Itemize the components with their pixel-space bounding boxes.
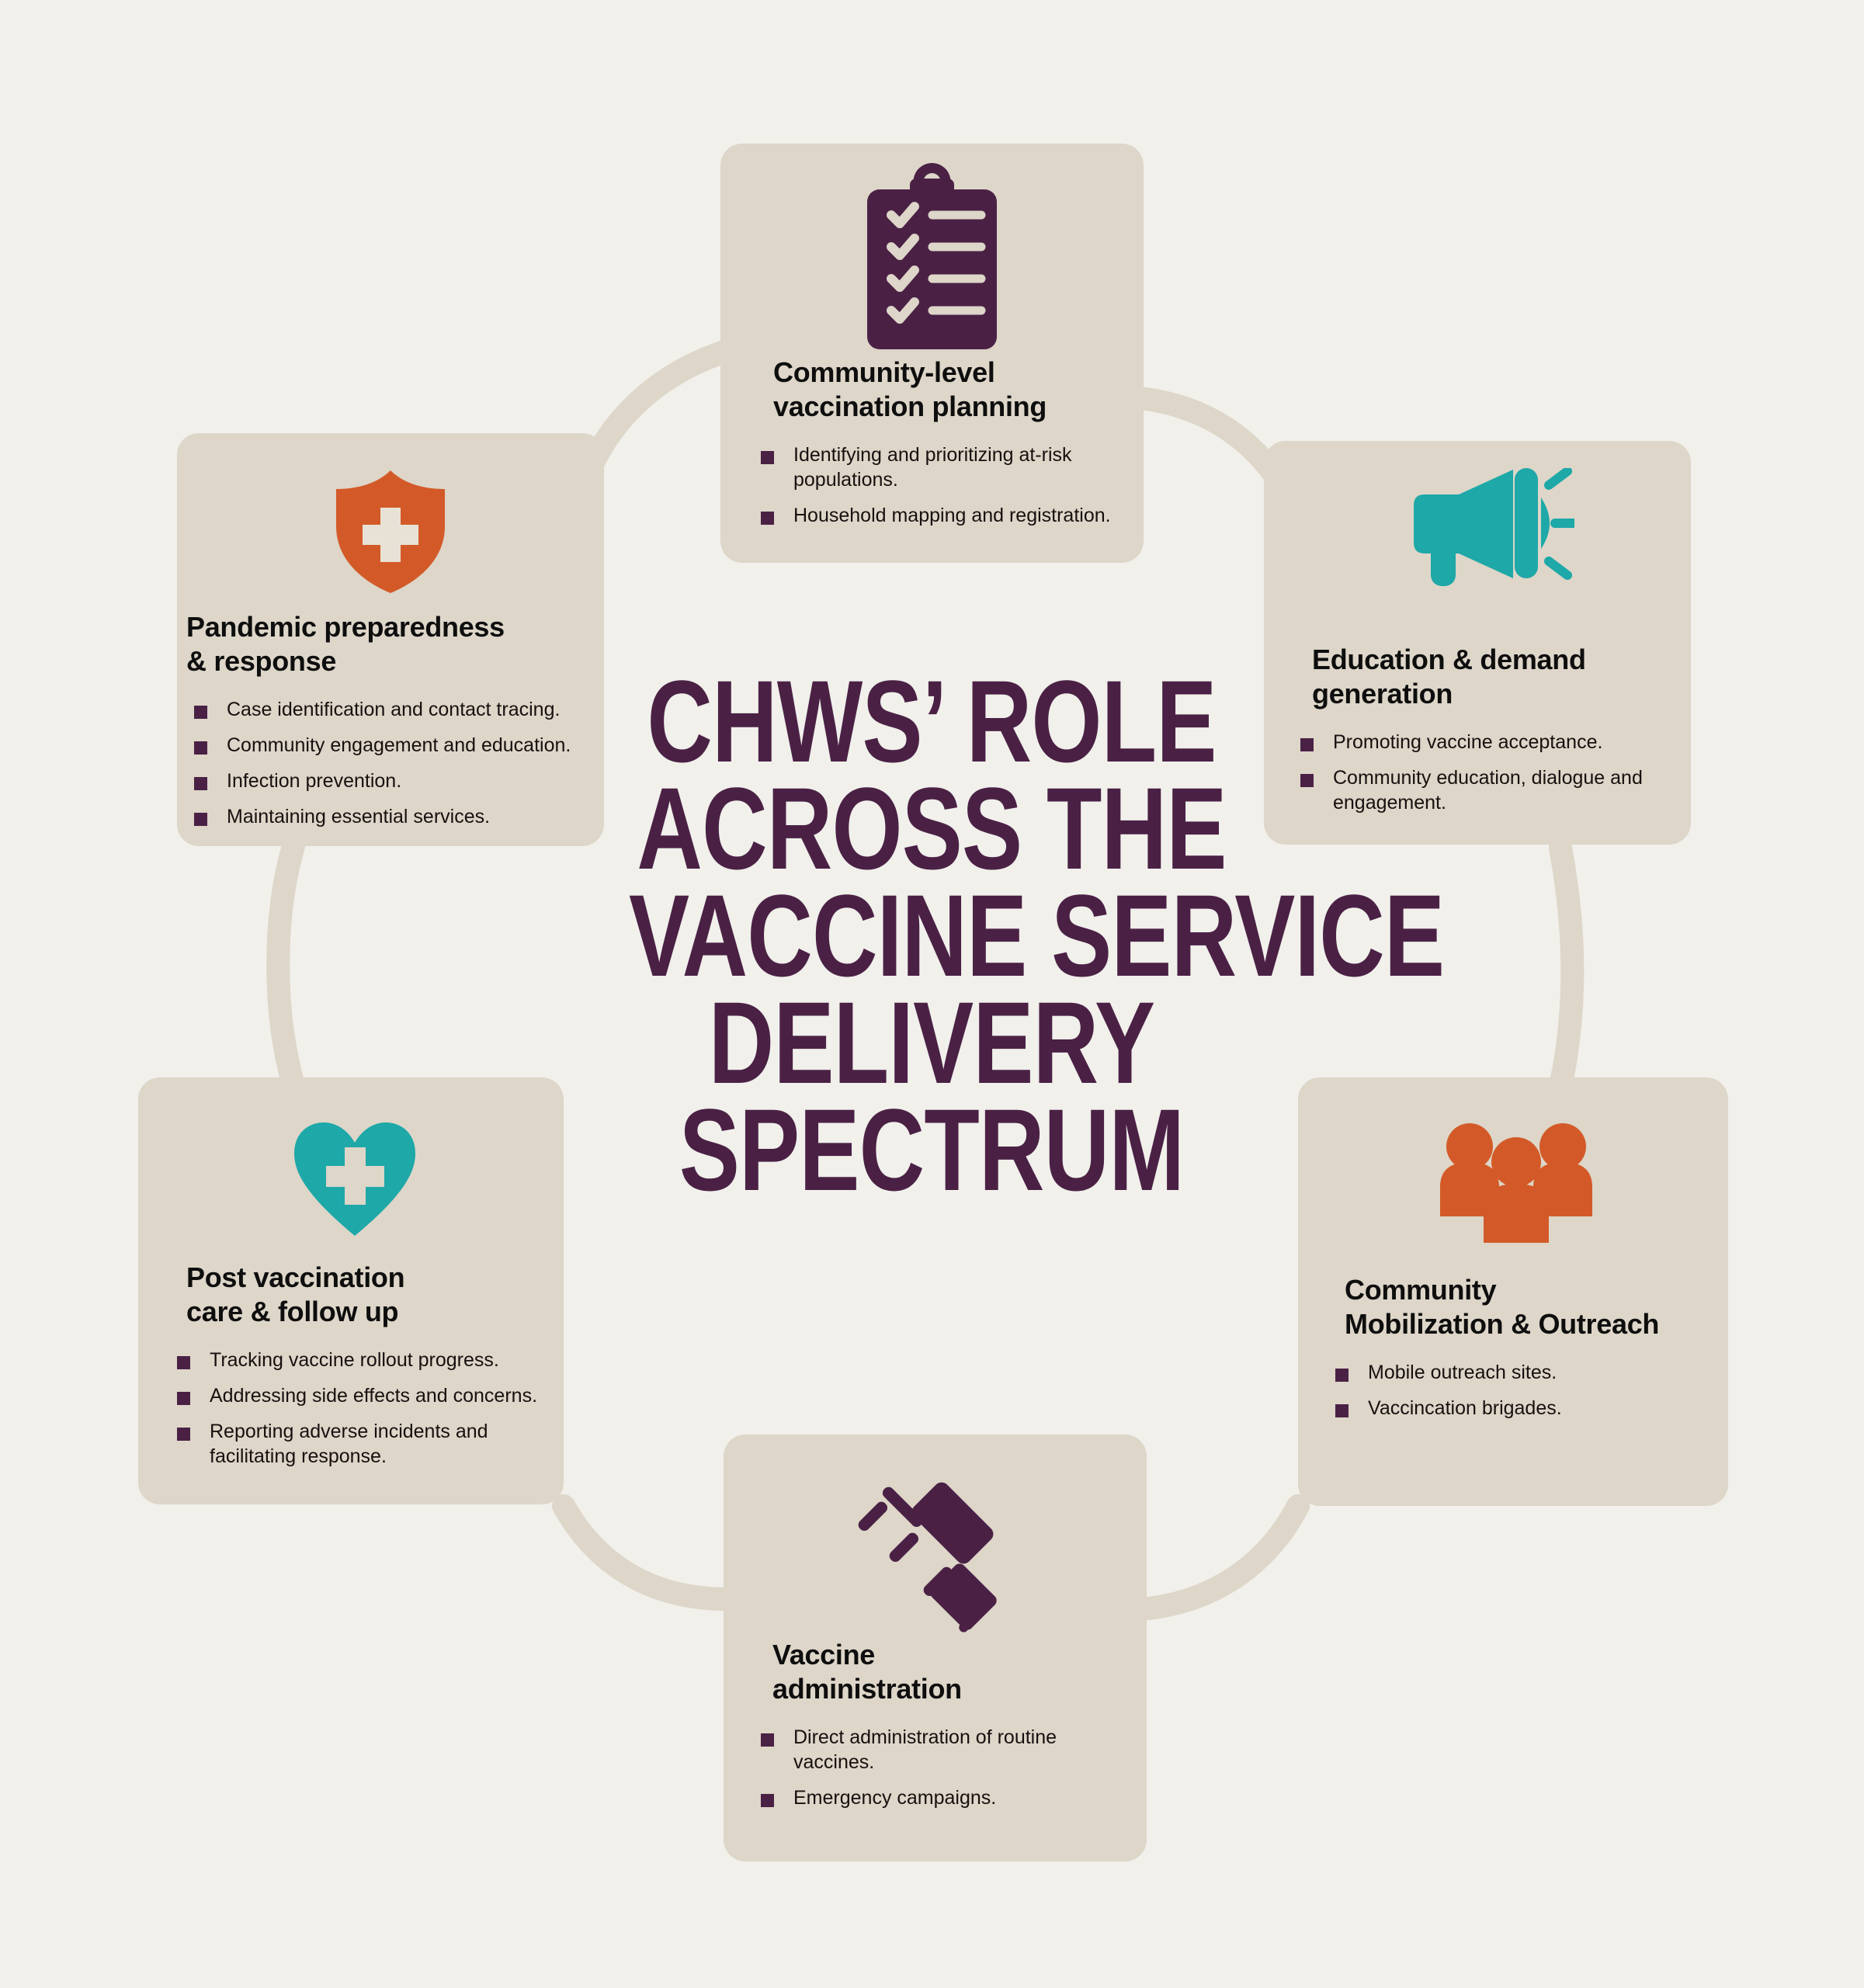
list-item: Infection prevention.: [194, 768, 582, 793]
list-item: Emergency campaigns.: [761, 1785, 1126, 1810]
card-title-administration-line-2: administration: [772, 1672, 962, 1705]
bullet-square-icon: [177, 1355, 190, 1369]
bullet-list-mobilization: Mobile outreach sites. Vaccincation brig…: [1335, 1360, 1700, 1431]
bullet-list-planning: Identifying and prioritizing at-risk pop…: [761, 442, 1126, 539]
bullet-square-icon: [761, 1733, 774, 1747]
bullet-square-icon: [177, 1427, 190, 1441]
card-title-mobilization-line-1: Community: [1345, 1274, 1497, 1306]
list-item: Direct administration of routine vaccine…: [761, 1725, 1126, 1775]
card-title-administration-line-1: Vaccine: [772, 1639, 876, 1671]
bullet-text: Infection prevention.: [227, 770, 402, 792]
clipboard-checklist-icon: [838, 159, 1025, 353]
card-title-education-line-2: generation: [1312, 677, 1453, 710]
bullet-list-administration: Direct administration of routine vaccine…: [761, 1725, 1126, 1821]
bullet-text: Direct administration of routine vaccine…: [793, 1726, 1057, 1773]
bullet-text: Emergency campaigns.: [793, 1787, 997, 1809]
card-title-postcare-line-1: Post vaccination: [186, 1261, 405, 1293]
list-item: Tracking vaccine rollout progress.: [177, 1348, 550, 1372]
list-item: Mobile outreach sites.: [1335, 1360, 1700, 1385]
bullet-text: Community engagement and education.: [227, 734, 571, 756]
bullet-square-icon: [761, 450, 774, 464]
card-title-planning-line-2: vaccination planning: [773, 390, 1047, 422]
card-title-planning-line-1: Community-level: [773, 356, 995, 388]
card-title-mobilization-line-2: Mobilization & Outreach: [1345, 1307, 1660, 1340]
list-item: Vaccincation brigades.: [1335, 1396, 1700, 1421]
list-item: Promoting vaccine acceptance.: [1300, 730, 1673, 755]
bullet-text: Mobile outreach sites.: [1368, 1362, 1557, 1383]
card-title-postcare: Post vaccination care & follow up: [186, 1261, 559, 1329]
syringe-icon: [846, 1475, 1025, 1638]
bullet-square-icon: [177, 1391, 190, 1405]
bullet-square-icon: [194, 812, 207, 826]
bullet-list-education: Promoting vaccine acceptance. Community …: [1300, 730, 1673, 826]
card-title-postcare-line-2: care & follow up: [186, 1295, 399, 1327]
card-title-mobilization: Community Mobilization & Outreach: [1345, 1273, 1741, 1341]
people-group-icon: [1427, 1112, 1605, 1255]
bullet-text: Maintaining essential services.: [227, 806, 491, 827]
bullet-text: Household mapping and registration.: [793, 505, 1111, 526]
bullet-text: Promoting vaccine acceptance.: [1333, 731, 1603, 753]
heart-cross-icon: [281, 1112, 429, 1247]
connector-mobilization-to-administration: [1137, 1494, 1310, 1620]
connector-education-to-mobilization: [1549, 836, 1585, 1091]
title-line-4: DELIVERY: [708, 977, 1155, 1108]
bullet-list-pandemic: Case identification and contact tracing.…: [194, 697, 582, 840]
title-line-3: VACCINE SERVICE: [629, 870, 1445, 1001]
list-item: Household mapping and registration.: [761, 503, 1126, 528]
list-item: Community engagement and education.: [194, 733, 582, 758]
card-title-education: Education & demand generation: [1312, 643, 1700, 711]
list-item: Reporting adverse incidents and facilita…: [177, 1419, 550, 1469]
bullet-square-icon: [194, 741, 207, 755]
title-line-1: CHWS’ ROLE: [647, 656, 1217, 786]
card-title-administration: Vaccine administration: [772, 1638, 1145, 1706]
connector-pandemic-to-postcare: [266, 834, 305, 1091]
page-title: CHWS’ ROLE ACROSS THE VACCINE SERVICE DE…: [629, 656, 1445, 1215]
connector-administration-to-postcare: [552, 1494, 734, 1611]
shield-cross-icon: [325, 466, 456, 598]
list-item: Addressing side effects and concerns.: [177, 1383, 550, 1408]
bullet-square-icon: [1300, 773, 1314, 787]
bullet-list-postcare: Tracking vaccine rollout progress. Addre…: [177, 1348, 550, 1480]
bullet-square-icon: [761, 1793, 774, 1807]
list-item: Maintaining essential services.: [194, 804, 582, 829]
card-title-pandemic-line-1: Pandemic preparedness: [186, 611, 505, 643]
bullet-square-icon: [761, 511, 774, 525]
list-item: Community education, dialogue and engage…: [1300, 765, 1673, 815]
bullet-text: Vaccincation brigades.: [1368, 1397, 1562, 1419]
title-line-2: ACROSS THE: [637, 763, 1227, 893]
bullet-square-icon: [1335, 1403, 1349, 1417]
title-line-5: SPECTRUM: [679, 1084, 1185, 1215]
bullet-text: Community education, dialogue and engage…: [1333, 767, 1643, 814]
bullet-text: Tracking vaccine rollout progress.: [210, 1349, 499, 1371]
list-item: Case identification and contact tracing.: [194, 697, 582, 722]
card-title-education-line-1: Education & demand: [1312, 644, 1586, 675]
bullet-square-icon: [1335, 1368, 1349, 1382]
card-title-pandemic: Pandemic preparedness & response: [186, 610, 590, 678]
bullet-text: Reporting adverse incidents and facilita…: [210, 1421, 488, 1467]
list-item: Identifying and prioritizing at-risk pop…: [761, 442, 1126, 492]
bullet-text: Case identification and contact tracing.: [227, 699, 561, 720]
bullet-text: Identifying and prioritizing at-risk pop…: [793, 444, 1072, 491]
card-title-planning: Community-level vaccination planning: [773, 356, 1146, 424]
connector-pandemic-to-planning: [580, 336, 749, 477]
bullet-square-icon: [194, 705, 207, 719]
bullet-square-icon: [194, 776, 207, 790]
bullet-square-icon: [1300, 737, 1314, 751]
card-title-pandemic-line-2: & response: [186, 644, 337, 677]
bullet-text: Addressing side effects and concerns.: [210, 1385, 538, 1407]
megaphone-icon: [1394, 464, 1588, 608]
